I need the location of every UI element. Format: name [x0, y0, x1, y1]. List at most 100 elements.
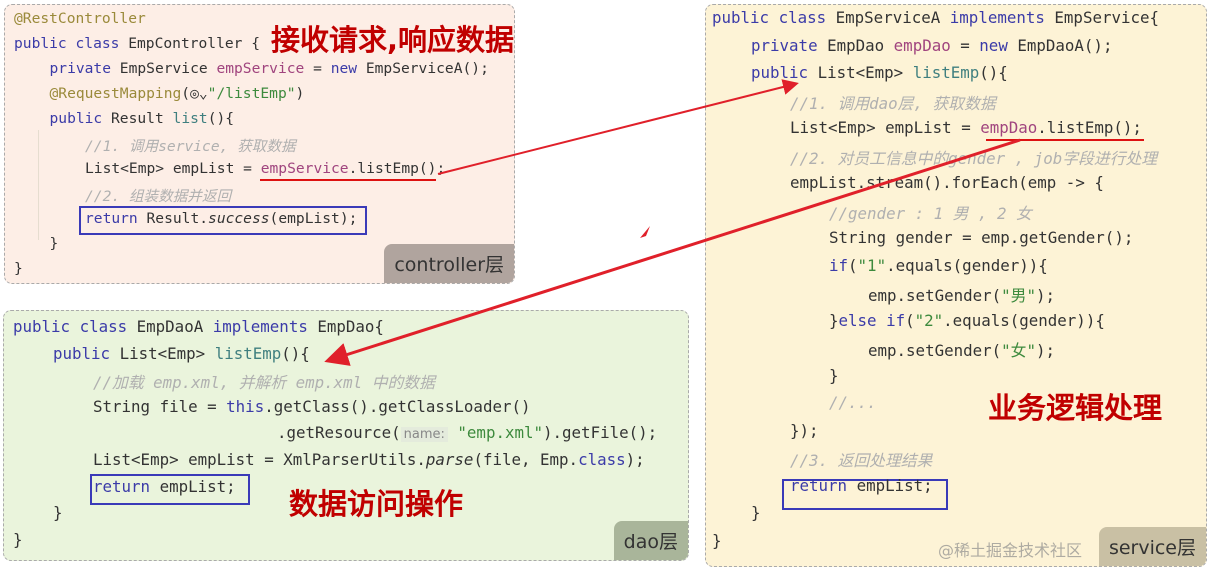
code-token: EmpDao	[827, 35, 894, 55]
code-token: String gender = emp.getGender();	[829, 228, 1134, 247]
code-token: //1. 调用service, 获取数据	[85, 138, 296, 155]
service-title: 业务逻辑处理	[988, 391, 1163, 425]
code-line: public class EmpController {	[14, 35, 260, 52]
code-token: }	[14, 260, 23, 277]
code-line: }	[712, 531, 722, 550]
watermark: @稀土掘金技术社区	[937, 541, 1082, 560]
controller-title: 接收请求,响应数据	[271, 23, 515, 57]
code-token: empService	[216, 60, 305, 77]
code-token: return	[93, 476, 160, 496]
code-token: (empList);	[269, 210, 358, 227]
code-token: .getClass().getClassLoader()	[264, 396, 531, 416]
code-token: EmpController {	[128, 35, 261, 52]
code-token: listEmp	[912, 63, 980, 82]
code-token: }	[751, 503, 761, 522]
code-token: empService	[260, 160, 349, 177]
code-token: empDao	[893, 35, 951, 55]
code-token: EmpServiceA	[835, 8, 950, 27]
code-token: List<Emp> empList =	[790, 118, 981, 137]
code-token: "emp.xml"	[457, 423, 544, 443]
code-token: this	[226, 396, 265, 416]
code-token: new	[330, 60, 366, 77]
code-token: =	[950, 35, 980, 55]
code-token: (){	[979, 63, 1008, 82]
code-token: }	[13, 529, 23, 549]
code-token: )	[295, 85, 305, 102]
code-token: .listEmp();	[348, 160, 446, 177]
code-token: @RequestMapping	[49, 85, 182, 102]
code-line: public class EmpDaoA implements EmpDao{	[13, 317, 384, 336]
code-line: private EmpDao empDao = new EmpDaoA();	[751, 36, 1112, 55]
service-panel: 业务逻辑处理 service层 public class EmpServiceA…	[705, 4, 1207, 567]
code-token: class	[578, 450, 626, 469]
code-token: empList;	[856, 475, 933, 495]
code-line: }	[50, 235, 59, 252]
code-token: private	[751, 35, 828, 55]
code-token: parse	[425, 450, 474, 469]
code-token: //gender : 1 男 , 2 女	[829, 203, 1032, 223]
code-token: public class	[712, 8, 836, 27]
code-line: return Result.success(empList);	[85, 210, 357, 227]
code-token: EmpService{	[1054, 8, 1160, 27]
code-token: .equals(gender)){	[943, 310, 1105, 330]
code-token: public	[49, 110, 112, 127]
return-highlight-box	[79, 206, 367, 235]
code-token: listEmp	[214, 343, 282, 363]
code-line: }	[14, 260, 23, 277]
code-line: empList.stream().forEach(emp -> {	[790, 173, 1104, 192]
code-line: @RestController	[14, 10, 146, 27]
code-line: return empList;	[93, 477, 236, 496]
code-line: List<Emp> empList = empDao.listEmp();	[790, 118, 1142, 137]
code-token: //3. 返回处理结果	[790, 451, 933, 470]
call-underline	[260, 179, 436, 181]
code-token: (	[848, 255, 858, 275]
code-token: name:	[400, 427, 448, 443]
code-token: public class	[14, 35, 129, 52]
code-line: private EmpService empService = new EmpS…	[50, 60, 489, 77]
arrow-controller-to-service	[437, 79, 799, 175]
code-line: String file = this.getClass().getClassLo…	[93, 397, 531, 416]
code-token: List<Emp> empList = XmlParserUtils.	[93, 450, 426, 469]
code-token: );	[1035, 286, 1056, 305]
code-token: @RestController	[14, 10, 146, 27]
code-line: emp.setGender("男");	[868, 283, 1055, 306]
code-line: @RequestMapping(◎⌄"/listEmp")	[50, 85, 305, 102]
code-token: return	[790, 475, 857, 495]
code-token: (){	[207, 110, 235, 127]
code-token: "男"	[1001, 286, 1036, 305]
code-line: return empList;	[790, 476, 933, 495]
return-highlight-box	[782, 479, 948, 510]
dao-title: 数据访问操作	[289, 487, 464, 521]
code-line: }	[53, 503, 63, 522]
code-token: implements	[949, 8, 1055, 27]
code-line: //加载 emp.xml, 并解析 emp.xml 中的数据	[93, 370, 435, 393]
code-token: //2. 组装数据并返回	[85, 188, 232, 205]
code-token: //2. 对员工信息中的gender , job字段进行处理	[790, 148, 1158, 168]
code-token: "1"	[857, 255, 887, 275]
code-line: String gender = emp.getGender();	[829, 228, 1133, 247]
code-line: public List<Emp> listEmp(){	[751, 63, 1008, 82]
code-line: if("1".equals(gender)){	[829, 256, 1048, 275]
service-layer-tag: service层	[1098, 527, 1206, 566]
code-line: List<Emp> empList = empService.listEmp()…	[85, 160, 445, 177]
code-line: //...	[829, 393, 877, 412]
code-token: EmpServiceA();	[365, 60, 489, 77]
code-token: =	[304, 60, 331, 77]
code-token: return	[85, 210, 147, 227]
code-line: public Result list(){	[50, 110, 235, 127]
code-token: public class	[13, 317, 137, 336]
code-token: empList;	[159, 476, 236, 496]
code-line: List<Emp> empList = XmlParserUtils.parse…	[93, 450, 645, 469]
code-token: "/listEmp"	[207, 85, 296, 102]
code-token: public	[53, 343, 120, 363]
code-token: empDao	[980, 118, 1038, 137]
code-token: new	[979, 35, 1018, 55]
code-token: Result.	[146, 210, 209, 227]
code-token: List<Emp> empList =	[85, 160, 261, 177]
code-token: (file, Emp.	[473, 450, 579, 469]
controller-layer-tag: controller层	[384, 244, 514, 283]
code-token: public	[751, 63, 818, 82]
code-token: List<Emp>	[119, 343, 215, 363]
code-line: public List<Emp> listEmp(){	[53, 344, 310, 363]
